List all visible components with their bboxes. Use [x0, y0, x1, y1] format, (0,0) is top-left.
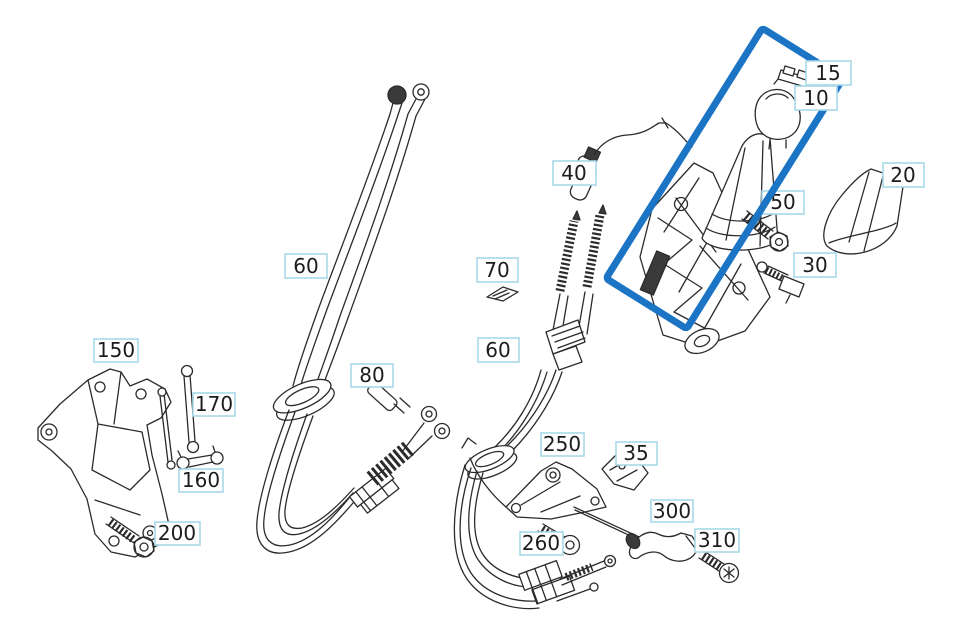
- callout-label: 10: [803, 86, 828, 110]
- part-bolt-310: [698, 550, 740, 584]
- callout-label: 200: [158, 521, 196, 545]
- callout-label: 150: [97, 338, 135, 362]
- part-bolt-200: [105, 516, 155, 558]
- callout-label: 30: [802, 253, 827, 277]
- part-shift-cable-left: [256, 83, 451, 554]
- callout-60-right[interactable]: 60: [477, 337, 520, 363]
- callout-label: 80: [359, 363, 384, 387]
- callout-150[interactable]: 150: [93, 338, 139, 363]
- callout-35[interactable]: 35: [615, 441, 658, 466]
- callout-60-left[interactable]: 60: [284, 253, 328, 279]
- callout-250[interactable]: 250: [540, 432, 585, 457]
- part-shifter-assembly: [569, 65, 817, 355]
- callout-label: 160: [182, 468, 220, 492]
- parts-drawing: [37, 65, 905, 610]
- callout-label: 170: [195, 392, 233, 416]
- callout-label: 20: [890, 163, 915, 187]
- highlight-box: [603, 25, 846, 332]
- callout-20[interactable]: 20: [882, 162, 925, 188]
- callouts-layer: 15 10 20 40 30 60 70 60: [93, 60, 925, 556]
- part-rod-170: [180, 364, 200, 454]
- callout-label: 70: [484, 258, 509, 282]
- callout-label: 60: [293, 254, 318, 278]
- callout-label: 310: [698, 528, 736, 552]
- callout-300[interactable]: 300: [650, 499, 694, 523]
- callout-label: 40: [561, 161, 586, 185]
- part-shift-cable-right: [453, 204, 617, 610]
- callout-40[interactable]: 40: [552, 160, 597, 186]
- cable-grommet-left: [272, 378, 335, 421]
- cable-clamp-left: [348, 467, 400, 514]
- callout-80[interactable]: 80: [350, 363, 394, 388]
- cable-grommet-right: [464, 444, 518, 480]
- part-bracket-250: [461, 437, 651, 546]
- part-bracket-150: [37, 368, 176, 558]
- part-bolt-50: [741, 210, 789, 252]
- callout-260[interactable]: 260: [519, 531, 564, 556]
- gear-knob-10: [754, 88, 801, 150]
- part-clip-70: [486, 286, 519, 302]
- callout-label: 260: [522, 531, 560, 555]
- callout-200[interactable]: 200: [154, 521, 201, 546]
- part-boot-20: [823, 168, 905, 255]
- callout-label: 250: [543, 432, 581, 456]
- callout-label: 15: [815, 61, 840, 85]
- callout-170[interactable]: 170: [192, 392, 236, 417]
- callout-label: 35: [623, 441, 648, 465]
- callout-10[interactable]: 10: [794, 85, 838, 111]
- callout-label: 300: [653, 499, 691, 523]
- callout-30[interactable]: 30: [793, 252, 837, 278]
- part-link-160: [176, 445, 224, 470]
- shifter-housing: [639, 162, 771, 355]
- callout-310[interactable]: 310: [694, 528, 740, 553]
- callout-70[interactable]: 70: [476, 257, 519, 283]
- part-clamp-30: [756, 261, 805, 304]
- callout-160[interactable]: 160: [178, 468, 224, 493]
- cable-clamp-right: [518, 559, 576, 605]
- callout-label: 60: [485, 338, 510, 362]
- callout-15[interactable]: 15: [805, 60, 852, 86]
- part-lever-300: [625, 531, 697, 562]
